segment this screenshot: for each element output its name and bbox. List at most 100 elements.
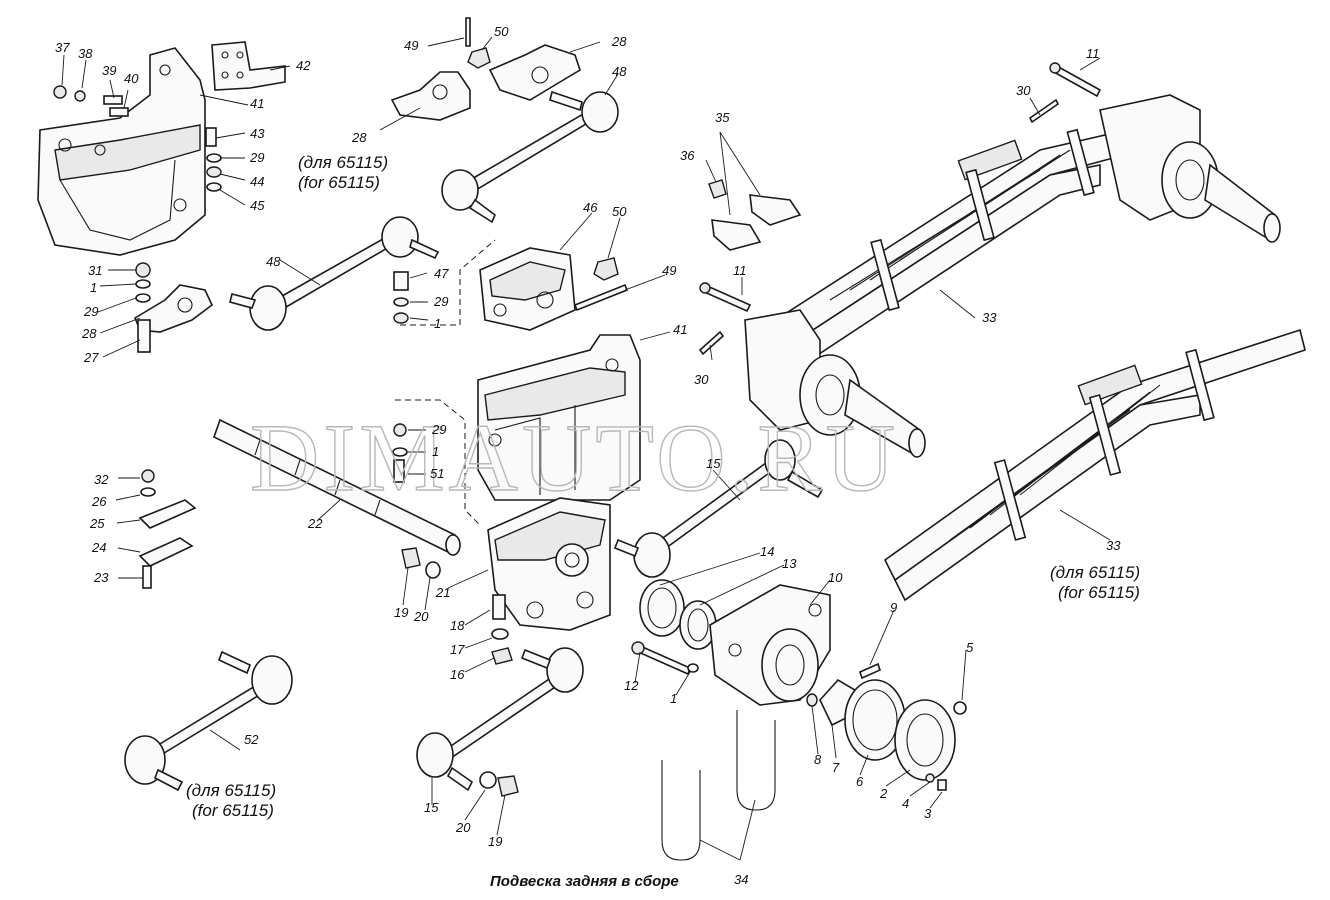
clamp-28-upper bbox=[390, 17, 581, 121]
callout-49: 49 bbox=[404, 38, 418, 53]
seals-13-14 bbox=[639, 579, 717, 650]
callout-28: 28 bbox=[351, 130, 367, 145]
callout-20: 20 bbox=[455, 820, 471, 835]
bracket-41-top-left bbox=[37, 47, 206, 256]
note-for-33: (для 65115) (for 65115) bbox=[1050, 563, 1140, 602]
callout-48: 48 bbox=[266, 254, 281, 269]
hub-cover-group bbox=[806, 662, 967, 791]
callout-43: 43 bbox=[250, 126, 265, 141]
callout-5: 5 bbox=[966, 640, 974, 655]
axle-housing-middle bbox=[744, 309, 926, 458]
callout-16: 16 bbox=[450, 667, 465, 682]
callout-29: 29 bbox=[83, 304, 98, 319]
reactive-rod-48-upper bbox=[441, 90, 619, 224]
callout-35: 35 bbox=[715, 110, 730, 125]
callout-29: 29 bbox=[431, 422, 446, 437]
callout-1: 1 bbox=[670, 691, 677, 706]
callout-27: 27 bbox=[83, 350, 99, 365]
callout-19: 19 bbox=[488, 834, 502, 849]
callout-49: 49 bbox=[662, 263, 676, 278]
leader-lines bbox=[61, 36, 1111, 861]
callout-51: 51 bbox=[430, 466, 444, 481]
callout-6: 6 bbox=[856, 774, 864, 789]
svg-text:(для 65115): (для 65115) bbox=[1050, 563, 1140, 582]
shackles-35 bbox=[708, 179, 802, 251]
svg-text:(for 65115): (for 65115) bbox=[298, 173, 380, 192]
plate-42 bbox=[211, 41, 286, 91]
callout-23: 23 bbox=[93, 570, 109, 585]
callout-11: 11 bbox=[733, 263, 747, 278]
callout-40: 40 bbox=[124, 71, 139, 86]
callout-33: 33 bbox=[982, 310, 997, 325]
bolt-12-washer-1 bbox=[631, 641, 699, 676]
assembly-line-center bbox=[395, 239, 496, 526]
callout-29: 29 bbox=[433, 294, 448, 309]
callout-24: 24 bbox=[91, 540, 106, 555]
housing-10 bbox=[709, 584, 831, 706]
bracket-41-center bbox=[477, 334, 641, 501]
callout-1: 1 bbox=[434, 316, 441, 331]
callout-42: 42 bbox=[296, 58, 311, 73]
callout-50: 50 bbox=[494, 24, 509, 39]
callout-38: 38 bbox=[78, 46, 93, 61]
callout-18: 18 bbox=[450, 618, 465, 633]
callout-47: 47 bbox=[434, 266, 449, 281]
callout-33: 33 bbox=[1106, 538, 1121, 553]
callout-7: 7 bbox=[832, 760, 840, 775]
callout-36: 36 bbox=[680, 148, 695, 163]
leaf-spring-33-upper bbox=[758, 119, 1182, 361]
callout-1: 1 bbox=[432, 444, 439, 459]
callout-41: 41 bbox=[673, 322, 687, 337]
svg-text:(для 65115): (для 65115) bbox=[186, 781, 276, 800]
callout-48: 48 bbox=[612, 64, 627, 79]
callout-20: 20 bbox=[413, 609, 429, 624]
callout-41: 41 bbox=[250, 96, 264, 111]
note-for-28: (для 65115) (for 65115) bbox=[298, 153, 388, 192]
pins-11-30 bbox=[698, 62, 1102, 356]
callout-34: 34 bbox=[734, 872, 748, 887]
callout-1: 1 bbox=[90, 280, 97, 295]
callout-29: 29 bbox=[249, 150, 264, 165]
watermark: DIMAUTO.RU bbox=[250, 404, 899, 511]
callout-14: 14 bbox=[760, 544, 774, 559]
callout-4: 4 bbox=[902, 796, 909, 811]
callout-32: 32 bbox=[94, 472, 109, 487]
axle-housing-upper bbox=[1099, 94, 1281, 243]
callout-17: 17 bbox=[450, 642, 465, 657]
leaf-spring-33-lower bbox=[883, 328, 1306, 602]
callout-12: 12 bbox=[624, 678, 639, 693]
callout-30: 30 bbox=[1016, 83, 1031, 98]
callout-31: 31 bbox=[88, 263, 102, 278]
nut-50-pin-49-center bbox=[573, 257, 629, 312]
callout-10: 10 bbox=[828, 570, 843, 585]
reactive-rod-48-middle bbox=[229, 216, 440, 331]
callout-50: 50 bbox=[612, 204, 627, 219]
callout-13: 13 bbox=[782, 556, 797, 571]
callout-3: 3 bbox=[924, 806, 932, 821]
callout-21: 21 bbox=[435, 585, 450, 600]
hardware-16-20 bbox=[401, 547, 519, 797]
callout-8: 8 bbox=[814, 752, 822, 767]
reactive-rod-52 bbox=[124, 650, 293, 792]
callout-28: 28 bbox=[611, 34, 627, 49]
small-hardware-top-left bbox=[53, 85, 222, 192]
callout-15: 15 bbox=[706, 456, 721, 471]
u-bolts-34 bbox=[661, 710, 776, 861]
note-for-52: (для 65115) (for 65115) bbox=[186, 781, 276, 820]
callout-19: 19 bbox=[394, 605, 408, 620]
svg-text:(для 65115): (для 65115) bbox=[298, 153, 388, 172]
clamp-28-left bbox=[133, 262, 213, 353]
callout-11: 11 bbox=[1086, 46, 1100, 61]
callout-30: 30 bbox=[694, 372, 709, 387]
svg-text:(for 65115): (for 65115) bbox=[1058, 583, 1140, 602]
callout-52: 52 bbox=[244, 732, 259, 747]
callout-28: 28 bbox=[81, 326, 97, 341]
callout-9: 9 bbox=[890, 600, 897, 615]
hardware-47-29-1 bbox=[392, 271, 409, 483]
cover-plates-left bbox=[138, 469, 197, 589]
callout-15: 15 bbox=[424, 800, 439, 815]
callout-39: 39 bbox=[102, 63, 116, 78]
callout-46: 46 bbox=[583, 200, 598, 215]
